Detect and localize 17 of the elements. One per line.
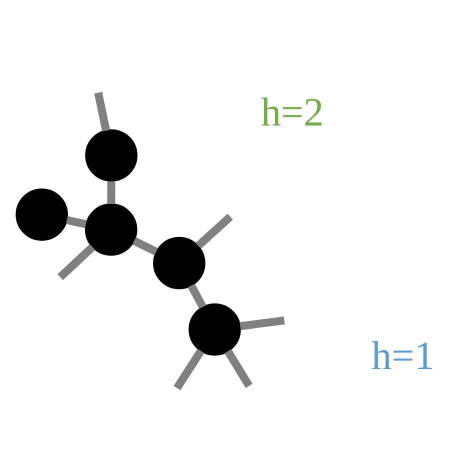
connector [132, 237, 158, 256]
label: h=2 [260, 89, 324, 134]
label: h=1 [372, 332, 434, 378]
connector [107, 181, 116, 204]
node-circle [85, 129, 138, 182]
node-circle [153, 236, 206, 290]
connector [66, 216, 87, 228]
connector [240, 316, 285, 330]
node-circle [16, 188, 68, 241]
node-circle [84, 203, 138, 256]
node-circle [188, 303, 241, 356]
connector [57, 244, 96, 280]
connector [188, 284, 206, 309]
connector [196, 214, 233, 249]
connector [174, 348, 204, 390]
connector [224, 349, 253, 388]
connector [94, 92, 110, 132]
